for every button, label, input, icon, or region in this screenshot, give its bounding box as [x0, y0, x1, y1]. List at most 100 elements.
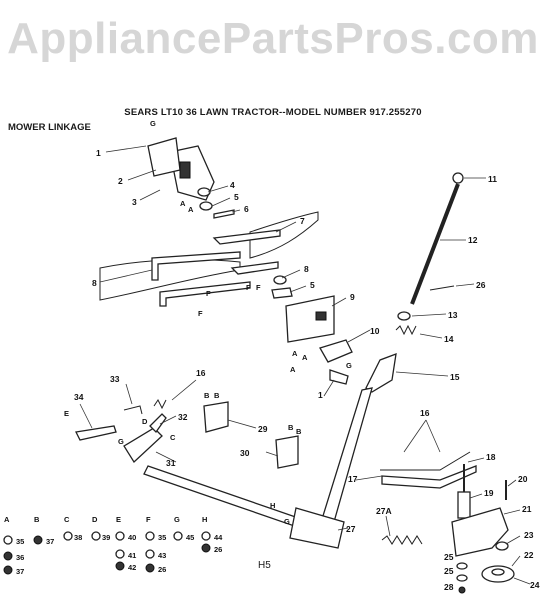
svg-text:44: 44 [214, 533, 223, 542]
hw-g [173, 531, 183, 541]
callout-6: 6 [244, 204, 249, 214]
lift-rod-mid [230, 261, 279, 275]
callout-27A: 27A [376, 506, 392, 516]
callout-7: 7 [300, 216, 305, 226]
hw-nut-b [33, 535, 43, 545]
diagram-title: SEARS LT10 36 LAWN TRACTOR--MODEL NUMBER… [124, 107, 422, 118]
svg-text:E: E [64, 409, 69, 418]
callout-21: 21 [522, 504, 532, 514]
lift-rod-right [212, 229, 281, 245]
hw-f3 [145, 563, 155, 573]
lever-31 [123, 427, 163, 464]
svg-text:F: F [198, 309, 203, 318]
svg-text:A: A [290, 365, 296, 374]
lift-rod-12 [410, 183, 460, 305]
spring-16-left [153, 399, 167, 410]
washer-25b [456, 574, 468, 582]
spacer-19 [457, 491, 471, 519]
watermark: AppliancePartsPros.com [7, 14, 539, 63]
callout-12: 12 [468, 235, 478, 245]
bracket-plate [147, 137, 181, 177]
svg-text:39: 39 [102, 533, 110, 542]
hw-f [145, 531, 155, 541]
callout-5b: 5 [310, 280, 315, 290]
svg-text:B: B [214, 391, 220, 400]
callout-15: 15 [450, 372, 460, 382]
svg-text:F: F [256, 283, 261, 292]
svg-text:B: B [288, 423, 294, 432]
callout-14: 14 [444, 334, 454, 344]
callout-27: 27 [346, 524, 356, 534]
svg-text:B: B [204, 391, 210, 400]
hw-letter-b: B [34, 515, 40, 524]
callout-34: 34 [74, 392, 84, 402]
callout-10: 10 [370, 326, 380, 336]
svg-text:35: 35 [16, 537, 24, 546]
callout-19: 19 [484, 488, 494, 498]
nut-28 [458, 586, 466, 594]
callout-16: 16 [420, 408, 430, 418]
svg-text:35: 35 [158, 533, 166, 542]
svg-text:H: H [270, 501, 275, 510]
hw-d [91, 531, 101, 541]
svg-text:A: A [302, 353, 308, 362]
leader-lines [79, 145, 531, 585]
svg-text:41: 41 [128, 551, 136, 560]
svg-text:42: 42 [128, 563, 136, 572]
pin-26 [429, 285, 455, 291]
callout-4: 4 [230, 180, 235, 190]
svg-text:38: 38 [74, 533, 82, 542]
callout-5: 5 [234, 192, 239, 202]
hw-e [115, 531, 125, 541]
section-subtitle: MOWER LINKAGE [8, 122, 91, 133]
svg-text:B: B [296, 427, 302, 436]
diagram-code: H5 [258, 560, 271, 571]
callout-2: 2 [118, 176, 123, 186]
hw-letter-h: H [202, 515, 207, 524]
callout-8b: 8 [304, 264, 309, 274]
bracket-21 [451, 507, 509, 557]
svg-text:43: 43 [158, 551, 166, 560]
callout-17: 17 [348, 474, 358, 484]
washer-23 [495, 541, 509, 551]
callout-31: 31 [166, 458, 176, 468]
rod-16 [381, 465, 477, 489]
callout-25b: 25 [444, 566, 454, 576]
hw-letter-e: E [116, 515, 121, 524]
hw-washer-a [3, 551, 13, 561]
lift-shaft-27 [317, 387, 373, 537]
hw-letter-d: D [92, 515, 98, 524]
svg-text:G: G [150, 119, 156, 128]
hw-letter-c: C [64, 515, 70, 524]
spring-27A [381, 535, 423, 545]
right-lift-plate [249, 211, 319, 259]
callout-28: 28 [444, 582, 454, 592]
hardware-legend: A 35 36 37 B 37 C 38 D 39 E 40 41 42 F 3… [4, 515, 223, 576]
hw-c [63, 531, 73, 541]
svg-text:A: A [180, 199, 186, 208]
callout-33: 33 [110, 374, 120, 384]
hw-nut-a [3, 565, 13, 575]
clip-33 [123, 405, 143, 415]
hw-bolt-a [3, 535, 13, 545]
callout-22: 22 [524, 550, 534, 560]
spring-14 [395, 324, 417, 336]
svg-text:26: 26 [158, 565, 166, 574]
hw-h2 [201, 543, 211, 553]
lift-rod-upper [151, 251, 241, 281]
callout-3: 3 [132, 197, 137, 207]
bracket-9 [285, 295, 335, 343]
bolt-6 [213, 209, 235, 219]
svg-text:37: 37 [16, 567, 24, 576]
callout-11: 11 [488, 174, 497, 184]
hw-f2 [145, 549, 155, 559]
svg-text:F: F [246, 283, 251, 292]
lift-arm-15 [365, 353, 397, 393]
svg-text:C: C [170, 433, 176, 442]
callout-29: 29 [258, 424, 268, 434]
svg-text:26: 26 [214, 545, 222, 554]
callout-18: 18 [486, 452, 496, 462]
hw-letter-g: G [174, 515, 180, 524]
